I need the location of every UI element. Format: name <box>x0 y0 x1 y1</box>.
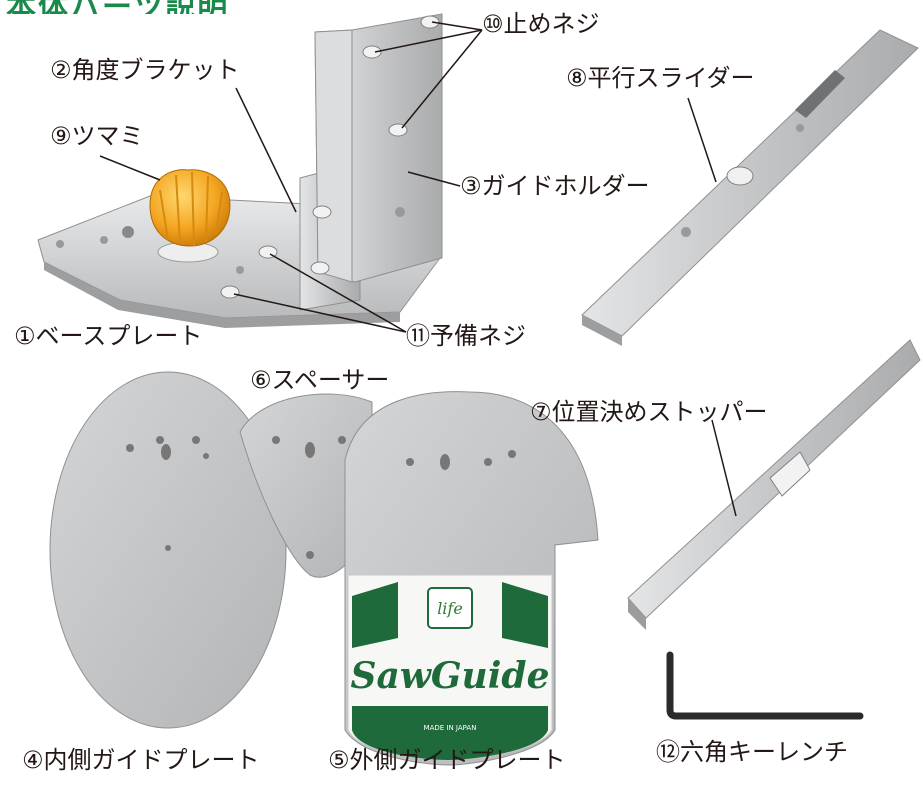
parallel-slider <box>581 29 919 346</box>
label-positioning-stopper: ⑦位置決めストッパー <box>530 398 768 426</box>
label-knob: ⑨ツマミ <box>50 122 144 150</box>
hex-key <box>666 651 864 720</box>
label-outer-guide-plate: ⑤外側ガイドプレート <box>328 746 566 774</box>
logo-brand-text: SawGuide <box>351 655 550 697</box>
label-inner-guide-plate: ④内側ガイドプレート <box>22 746 260 774</box>
label-base-plate: ①ベースプレート <box>14 322 203 350</box>
title-fragment: 本体パーツ説明 <box>0 0 320 14</box>
spacer <box>239 393 373 578</box>
label-spacer: ⑥スペーサー <box>250 366 390 394</box>
base-plate-assembly <box>37 13 443 328</box>
knob <box>149 169 231 263</box>
page-title: 本体パーツ説明 <box>6 0 229 14</box>
logo-small-print: MADE IN JAPAN <box>424 724 477 732</box>
label-parallel-slider: ⑧平行スライダー <box>566 64 755 92</box>
label-hex-key: ⑫六角キーレンチ <box>656 738 848 766</box>
label-spare-screws: ⑪予備ネジ <box>406 322 526 350</box>
label-angle-bracket: ②角度ブラケット <box>50 56 240 84</box>
outer-guide-plate: life SawGuide MADE IN JAPAN <box>344 391 599 766</box>
leader-lines <box>99 21 737 517</box>
positioning-stopper <box>627 339 921 630</box>
label-guide-holder: ③ガイドホルダー <box>460 172 650 200</box>
inner-guide-plate <box>49 371 287 729</box>
logo-mark-text: life <box>437 599 463 618</box>
label-set-screws: ⑩止めネジ <box>482 10 600 38</box>
